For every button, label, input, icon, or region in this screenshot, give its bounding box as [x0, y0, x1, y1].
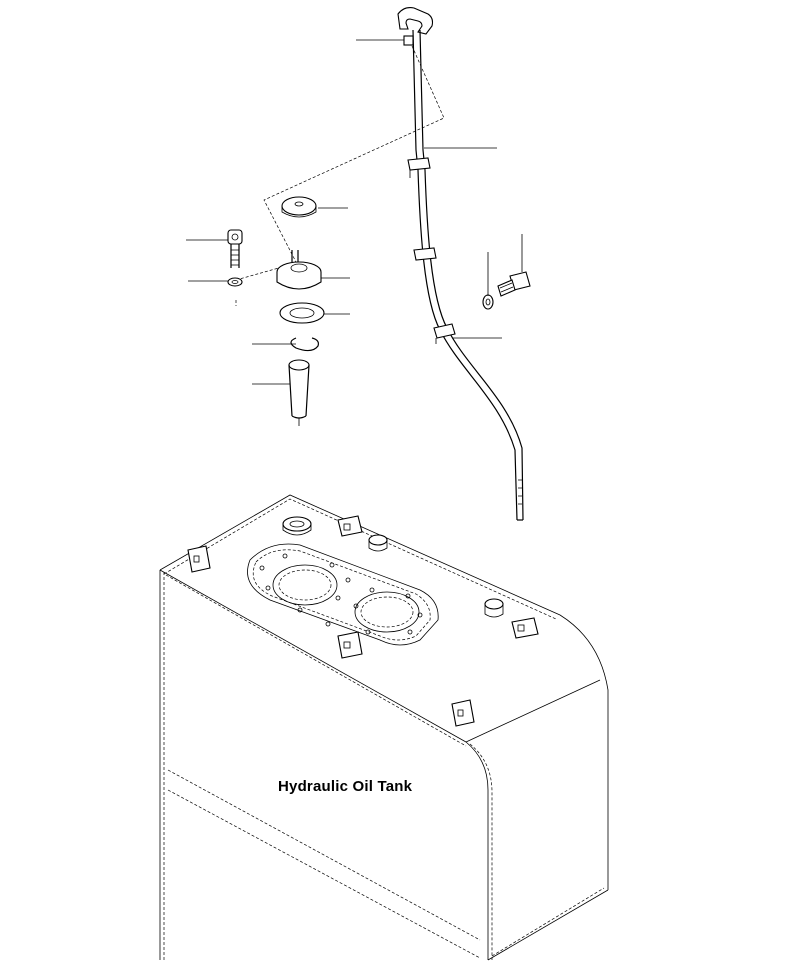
filler-cap-bolt: [227, 229, 243, 268]
tank-filler-port: [282, 516, 312, 536]
snap-ring: [290, 337, 319, 352]
filler-cap: [281, 196, 317, 218]
handle-nut: [403, 35, 414, 46]
clip-washer: [482, 294, 494, 310]
leader-lines: [186, 39, 523, 385]
tank-bracket: [337, 515, 363, 537]
tank-bracket: [187, 545, 211, 573]
clip-bolt: [497, 271, 531, 297]
flange-bolt-holes: [259, 553, 423, 635]
filler-cap-washer: [227, 277, 243, 287]
tank-plug: [368, 534, 388, 552]
filler-gasket: [279, 302, 325, 324]
strainer: [288, 359, 310, 426]
dipstick-clip-lower: [433, 323, 456, 344]
tank-label: Hydraulic Oil Tank: [278, 778, 413, 795]
hydraulic-oil-tank: [159, 494, 609, 961]
dipstick-clip-middle: [413, 247, 437, 261]
tank-bracket: [511, 617, 539, 639]
tank-bracket: [337, 631, 363, 659]
dipstick: [397, 7, 524, 521]
dipstick-clip-upper: [407, 157, 431, 178]
tank-bracket: [451, 699, 475, 727]
tank-plug: [484, 598, 504, 618]
filler-neck: [276, 250, 322, 290]
